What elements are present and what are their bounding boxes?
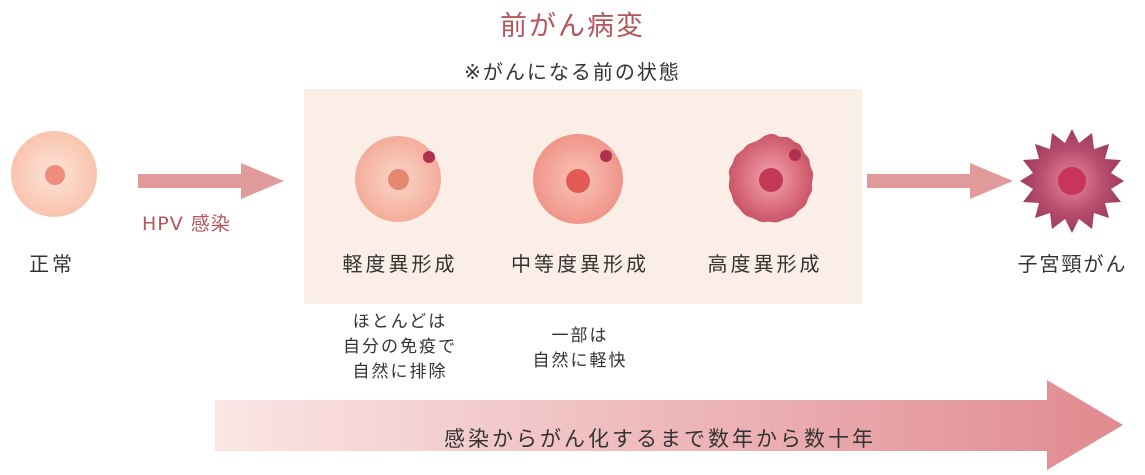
timeline-arrow-icon: [215, 380, 1123, 470]
arrow-right-icon: [867, 163, 1013, 199]
note-mild: ほとんどは 自分の免疫で 自然に排除: [318, 310, 482, 385]
cell-normal-icon: [11, 131, 97, 217]
cell-severe-icon: [728, 133, 814, 223]
note-mild-line-3: 自然に排除: [352, 362, 448, 382]
label-moderate: 中等度異形成: [511, 252, 649, 276]
note-moderate: 一部は 自然に軽快: [508, 324, 652, 374]
cell-moderate-icon: [533, 134, 623, 224]
cell-mild-icon: [355, 136, 441, 222]
label-cancer: 子宮頸がん: [1017, 252, 1128, 276]
label-normal: 正常: [29, 252, 75, 276]
diagram-title: 前がん病変: [500, 11, 645, 42]
label-mild: 軽度異形成: [342, 252, 458, 276]
arrow-right-icon: [138, 163, 284, 199]
timeline-label: 感染からがん化するまで数年から数十年: [444, 427, 876, 451]
note-mild-line-1: ほとんどは: [352, 312, 448, 332]
diagram-subtitle: ※がんになる前の状態: [464, 60, 681, 84]
hpv-infection-label: HPV 感染: [142, 213, 231, 235]
note-moderate-line-2: 自然に軽快: [532, 351, 628, 371]
note-moderate-line-1: 一部は: [551, 326, 609, 346]
label-severe: 高度異形成: [707, 252, 823, 276]
note-mild-line-2: 自分の免疫で: [343, 337, 457, 357]
cell-cancer-icon: [1020, 129, 1124, 233]
